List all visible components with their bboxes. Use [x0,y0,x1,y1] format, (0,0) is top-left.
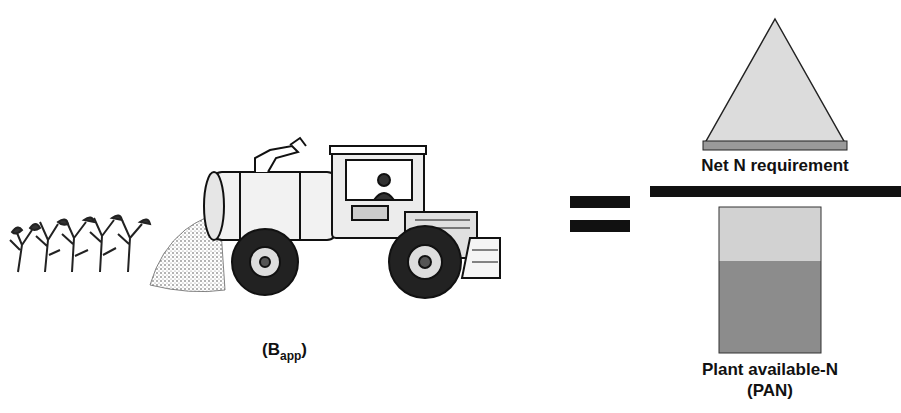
box-outline [719,207,821,353]
triangle-node: Net N requirement [690,15,860,178]
lower-band [719,261,821,353]
crop-plants [10,215,150,272]
triangle-outline [705,19,845,143]
label-text: (B [262,340,280,359]
shaded-box-node: Plant available-N (PAN) [690,205,850,403]
node-caption: Net N requirement [690,155,860,176]
tractor-sprayer [204,138,500,298]
upper-band [719,207,821,261]
triangle-base [703,141,847,150]
subscript-text: app [280,349,301,363]
node-caption: Plant available-N (PAN) [690,359,850,401]
box-shape [690,205,850,355]
equals-sign [570,196,630,232]
fraction-bar [650,186,901,197]
triangle-shape [690,15,860,153]
tractor-label: (Bapp) [262,340,307,363]
label-text: ) [301,340,307,359]
